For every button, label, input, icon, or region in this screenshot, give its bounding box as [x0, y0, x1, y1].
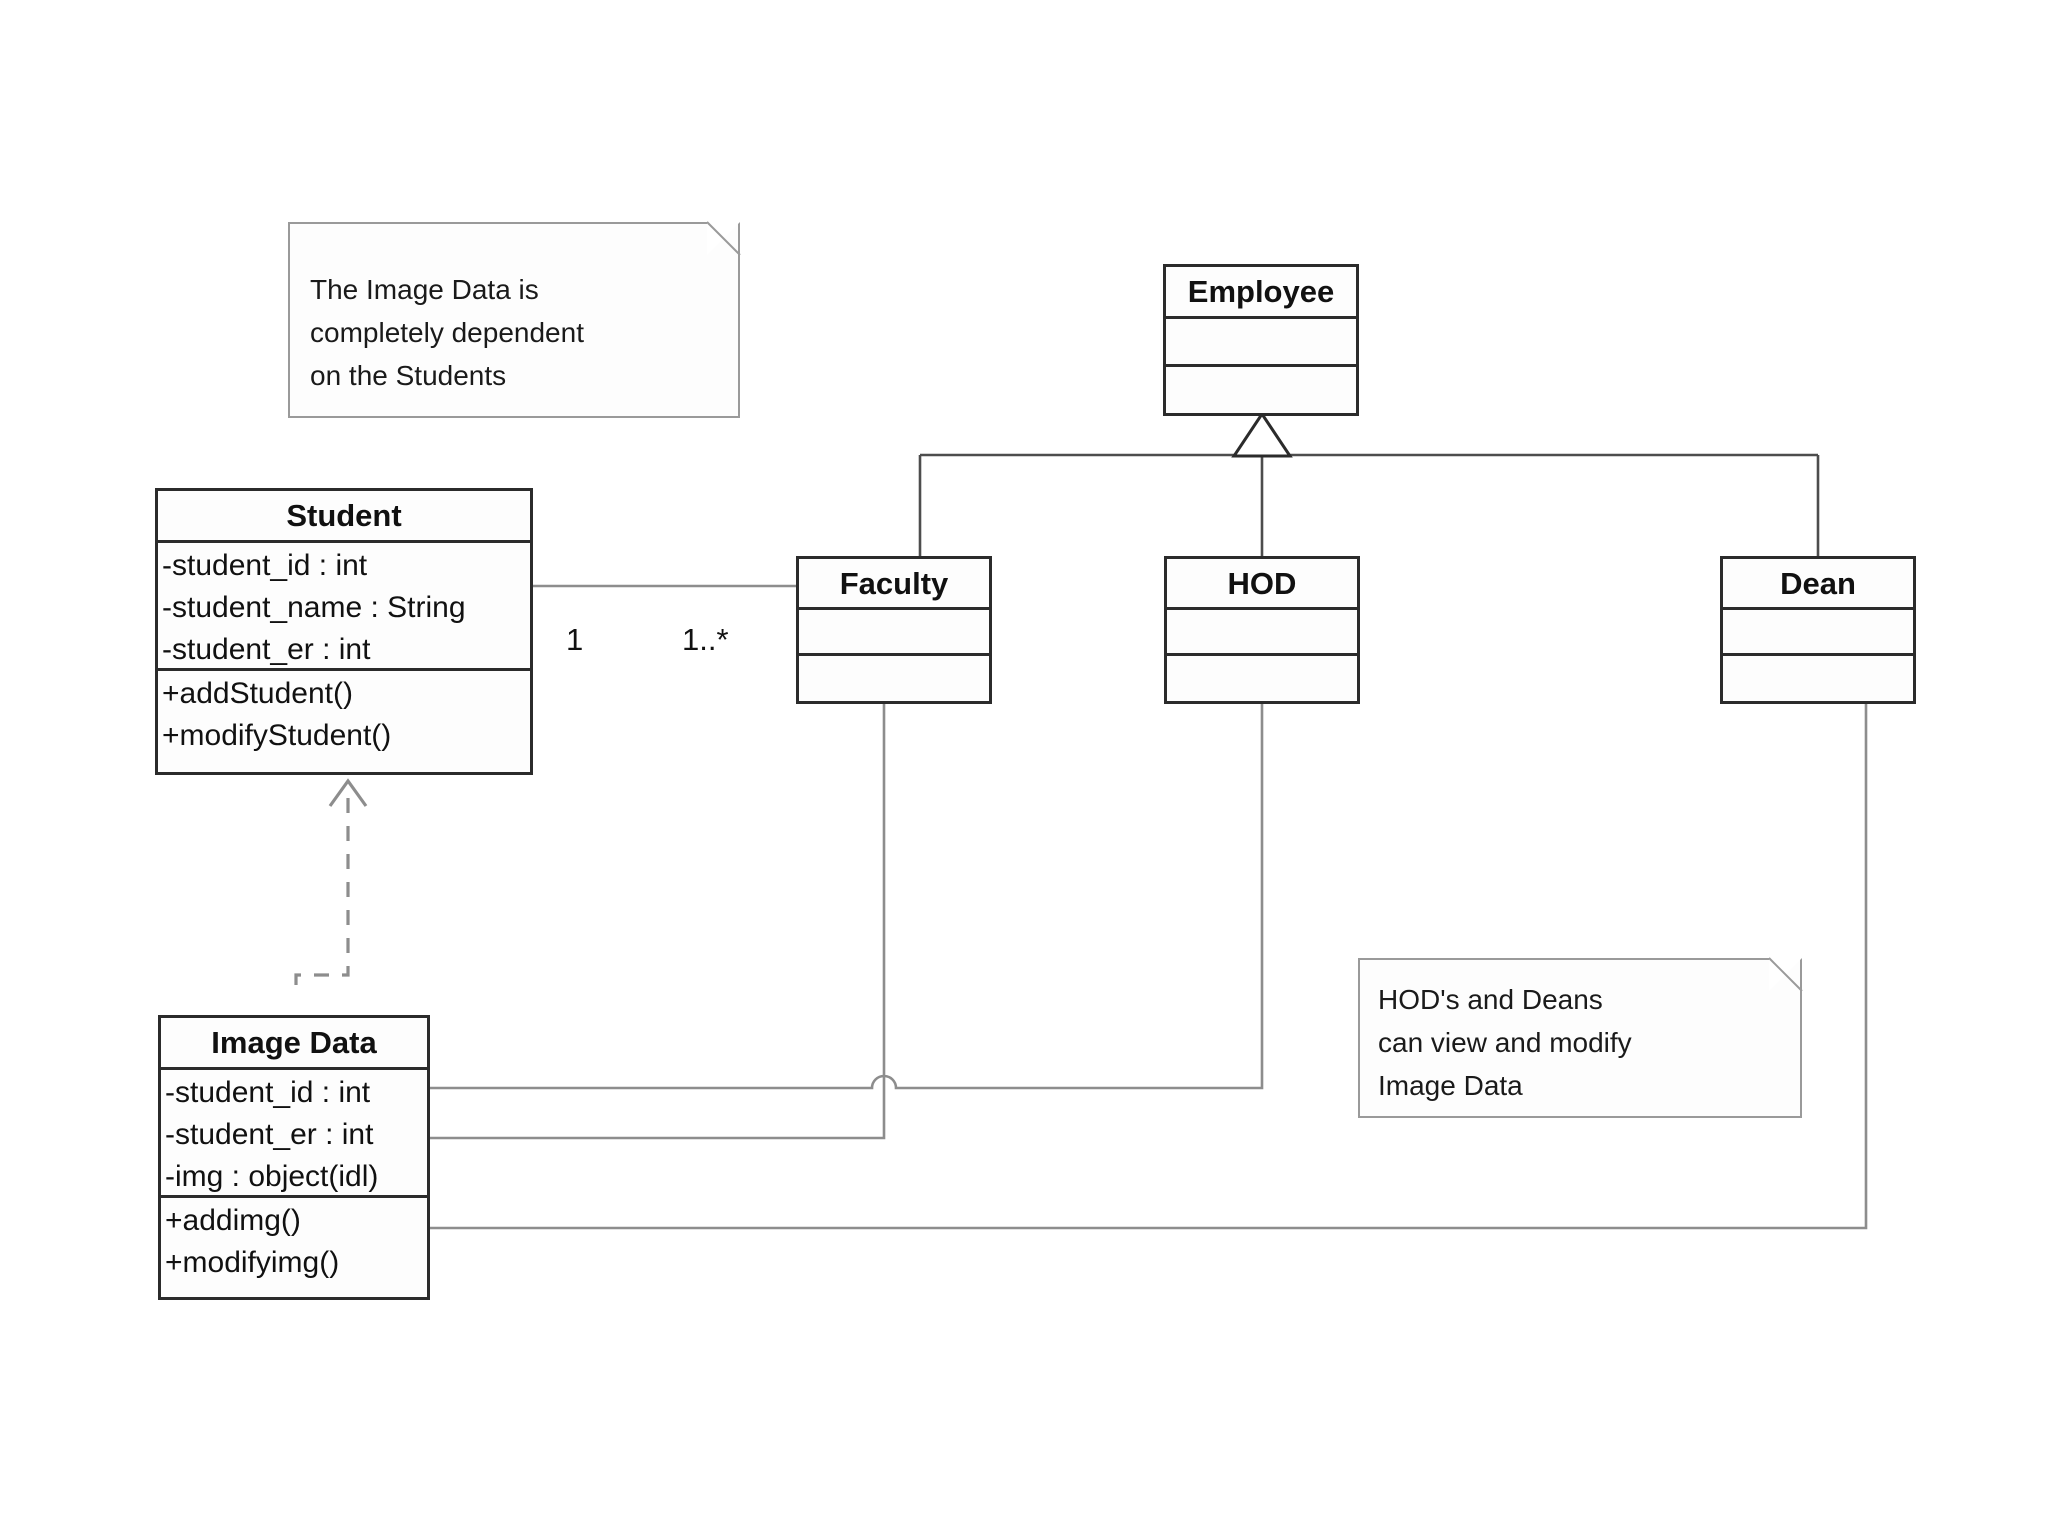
note-image-data-dependency: The Image Data is completely dependent o…: [288, 221, 741, 418]
generalization-employee: [918, 414, 1820, 556]
attribute-row: -student_id : int: [162, 549, 368, 582]
multiplicity-student-side: 1: [566, 622, 584, 657]
class-methods-hod: [1167, 656, 1357, 701]
class-attributes-dean: [1723, 610, 1913, 656]
attribute-row: -img : object(idl): [165, 1160, 379, 1193]
generalization-arrowhead: [1231, 411, 1293, 458]
class-title-dean: Dean: [1723, 559, 1913, 610]
class-attributes-student: -student_id : int -student_name : String…: [158, 543, 530, 671]
class-title-image-data: Image Data: [161, 1018, 427, 1070]
note-background: [288, 222, 740, 418]
class-title-hod: HOD: [1167, 559, 1357, 610]
class-faculty[interactable]: Faculty: [796, 556, 992, 704]
dependency-imagedata-student: [294, 790, 350, 985]
class-title-student: Student: [158, 491, 530, 543]
attribute-row: -student_er : int: [162, 633, 371, 666]
method-row: +modifyimg(): [165, 1246, 340, 1279]
class-hod[interactable]: HOD: [1164, 556, 1360, 704]
class-image-data[interactable]: Image Data -student_id : int -student_er…: [158, 1015, 430, 1300]
attribute-row: -student_er : int: [165, 1118, 374, 1151]
class-methods-faculty: [799, 656, 989, 701]
class-student[interactable]: Student -student_id : int -student_name …: [155, 488, 533, 775]
note-hod-dean-access: HOD's and Deans can view and modify Imag…: [1358, 957, 1803, 1118]
attribute-row: -student_id : int: [165, 1076, 371, 1109]
association-imagedata-hod: [430, 703, 1264, 1090]
class-methods-student: +addStudent() +modifyStudent(): [158, 671, 530, 771]
dependency-arrowhead: [328, 778, 368, 807]
class-methods-employee: [1166, 367, 1356, 413]
class-methods-image-data: +addimg() +modifyimg(): [161, 1198, 427, 1296]
class-attributes-hod: [1167, 610, 1357, 656]
method-row: +addStudent(): [162, 677, 353, 710]
class-employee[interactable]: Employee: [1163, 264, 1359, 416]
class-title-faculty: Faculty: [799, 559, 989, 610]
class-title-employee: Employee: [1166, 267, 1356, 319]
method-row: +modifyStudent(): [162, 719, 392, 752]
method-row: +addimg(): [165, 1204, 301, 1237]
note-text: The Image Data is completely dependent o…: [310, 274, 584, 391]
note-text: HOD's and Deans can view and modify Imag…: [1378, 984, 1632, 1101]
class-attributes-faculty: [799, 610, 989, 656]
class-dean[interactable]: Dean: [1720, 556, 1916, 704]
multiplicity-faculty-side: 1..*: [682, 622, 729, 657]
class-attributes-employee: [1166, 319, 1356, 367]
class-methods-dean: [1723, 656, 1913, 701]
class-attributes-image-data: -student_id : int -student_er : int -img…: [161, 1070, 427, 1198]
attribute-row: -student_name : String: [162, 591, 466, 624]
